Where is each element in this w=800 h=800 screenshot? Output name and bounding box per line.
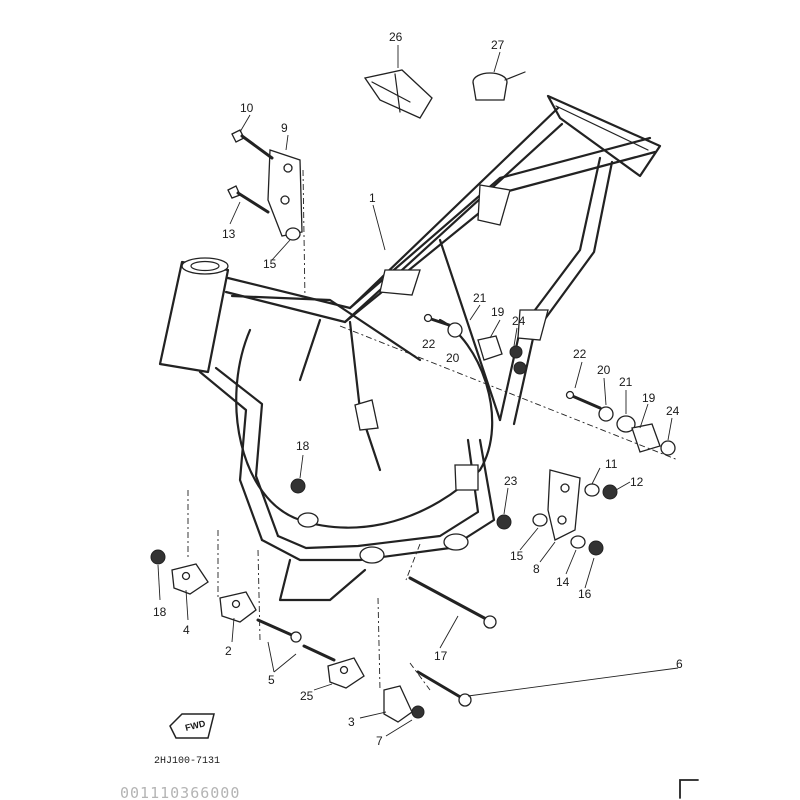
assembly-line [405,543,421,581]
part-10-bolt[interactable] [231,129,274,160]
callout-10: 10 [240,101,254,115]
assembly-line [409,662,431,691]
callout-9: 9 [281,121,288,135]
part-27-cap[interactable] [472,71,526,101]
callout-20: 20 [446,351,460,365]
callout-19: 19 [491,305,505,319]
part-2-bracket[interactable] [219,591,257,623]
part-6-bolt[interactable] [416,670,472,707]
part-5-bolts[interactable] [256,618,336,662]
callout-7: 7 [376,734,383,748]
part-4-bracket[interactable] [171,563,209,595]
part-14-washer[interactable] [570,535,586,549]
part-16-nut[interactable] [588,540,604,556]
part-11-washer[interactable] [584,483,600,497]
callout-3: 3 [348,715,355,729]
part-18-nut-upper[interactable] [290,478,306,494]
callout-18: 18 [296,439,310,453]
callout-21: 21 [619,375,633,389]
mount-set-lower[interactable] [565,390,676,456]
callout-21: 21 [473,291,487,305]
callout-22: 22 [422,337,436,351]
callout-2: 2 [225,644,232,658]
callout-24: 24 [512,314,526,328]
callout-1: 1 [369,191,376,205]
mount-axis-line [339,325,679,461]
callout-18: 18 [153,605,167,619]
part-9-bracket[interactable] [267,149,303,237]
callout-22: 22 [573,347,587,361]
callout-16: 16 [578,587,592,601]
callout-23: 23 [504,474,518,488]
callout-15: 15 [510,549,524,563]
callout-25: 25 [300,689,314,703]
assembly-line [257,549,261,641]
callout-11: 11 [605,457,618,471]
part-23-nut[interactable] [496,514,512,530]
part-3-bracket[interactable] [383,685,425,723]
callout-8: 8 [533,562,540,576]
part-25-bracket[interactable] [327,657,365,689]
callout-14: 14 [556,575,570,589]
mount-set-upper[interactable] [423,313,527,375]
callout-6: 6 [676,657,683,671]
callout-26: 26 [389,30,403,44]
part-15-washer-lower[interactable] [532,513,548,527]
part-12-nut[interactable] [602,484,618,500]
callout-15: 15 [263,257,277,271]
callout-4: 4 [183,623,190,637]
corner-mark [679,779,699,799]
callout-17: 17 [434,649,448,663]
part-26-sleeve[interactable] [363,69,433,119]
scan-footer: 001110366000 [120,784,240,800]
callout-27: 27 [491,38,505,52]
centerline [302,169,306,301]
frame-part-1[interactable] [158,94,662,602]
callout-labels: 1 2 3 4 5 6 7 8 9 10 11 12 13 14 15 15 1… [153,30,683,748]
part-8-bracket[interactable] [547,469,581,541]
part-17-bolt[interactable] [408,576,497,629]
part-18-nut-lower[interactable] [150,549,166,565]
callout-20: 20 [597,363,611,377]
callout-13: 13 [222,227,236,241]
part-13-bolt[interactable] [227,185,270,214]
leader-lines [157,45,679,737]
callout-24: 24 [666,404,680,418]
fwd-arrow-label: FWD [184,718,207,733]
assembly-line [377,597,381,691]
callout-19: 19 [642,391,656,405]
callout-12: 12 [630,475,644,489]
callout-5: 5 [268,673,275,687]
fwd-arrow-icon: FWD [169,713,215,739]
part-15-washer-upper[interactable] [285,227,301,241]
drawing-code: 2HJ100-7131 [154,756,220,767]
